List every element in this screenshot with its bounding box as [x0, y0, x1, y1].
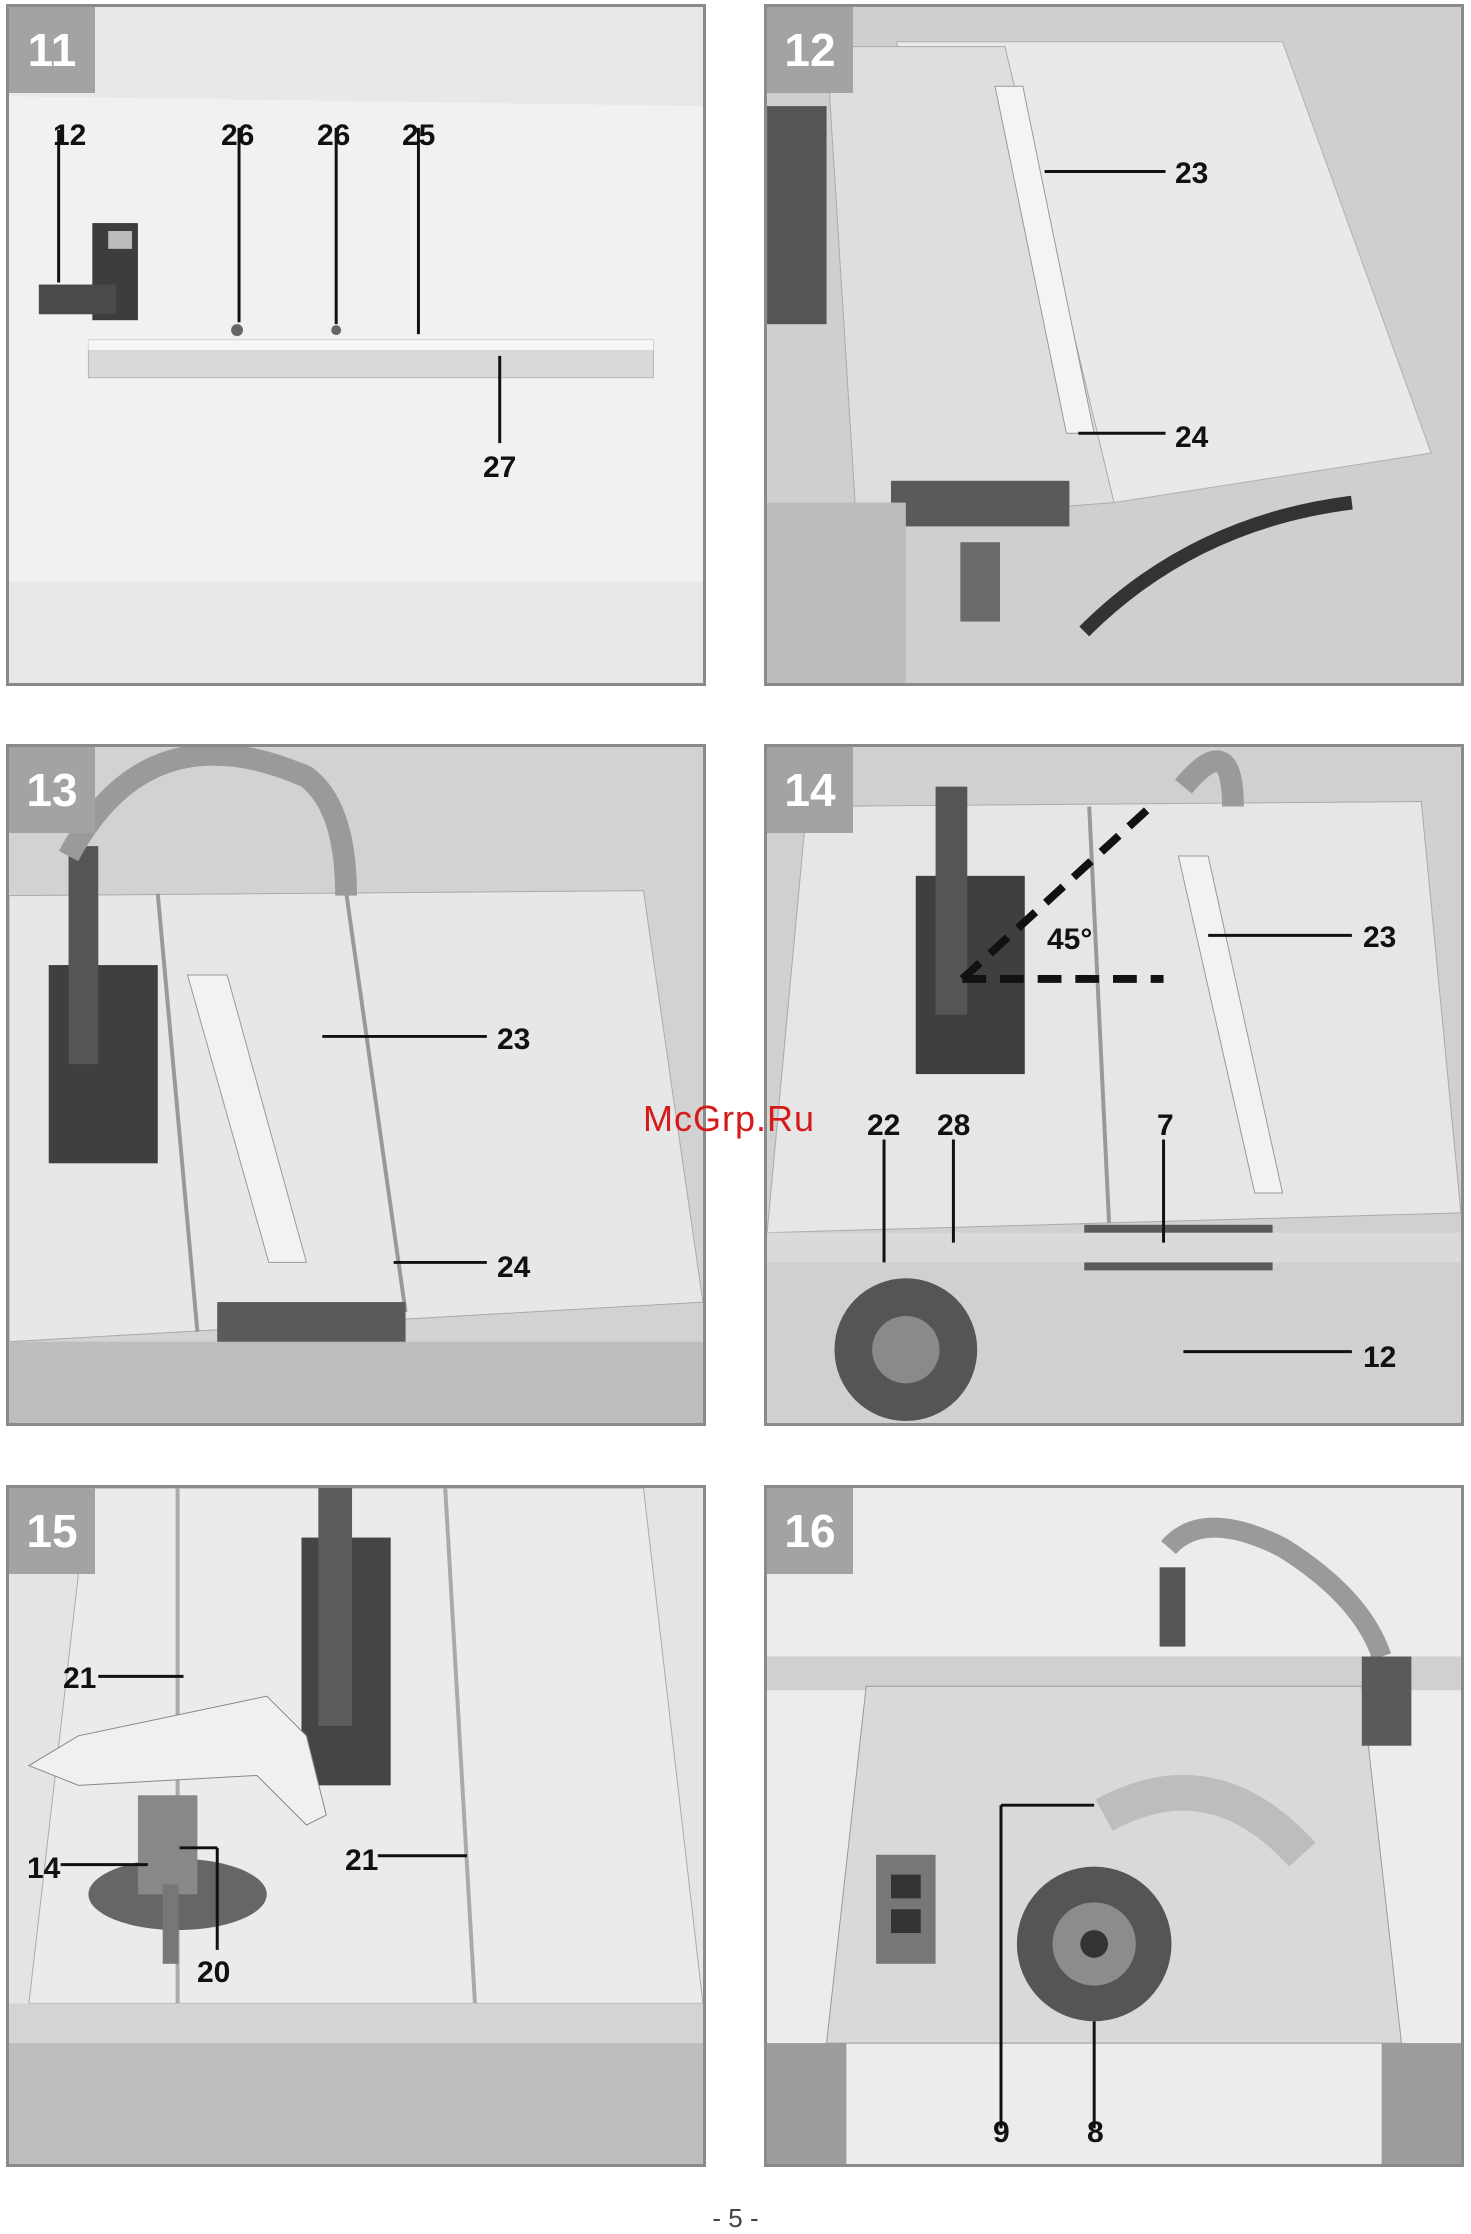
figure-16: 16 9 8 [764, 1485, 1464, 2167]
fig15-illustration [9, 1488, 703, 2164]
callout-label: 7 [1157, 1111, 1174, 1141]
figure-13: 13 23 24 [6, 744, 706, 1426]
callout-label: 12 [53, 121, 86, 151]
callout-label: 9 [993, 2118, 1010, 2148]
callout-label: 25 [402, 121, 435, 151]
callout-label: 23 [1175, 159, 1208, 189]
callout-label: 24 [1175, 423, 1208, 453]
callout-label: 26 [317, 121, 350, 151]
page-number: - 5 - [0, 2203, 1471, 2234]
callout-label: 22 [867, 1111, 900, 1141]
figure-14: 14 45° 23 22 28 7 12 [764, 744, 1464, 1426]
fig13-illustration [9, 747, 703, 1423]
callout-label: 8 [1087, 2118, 1104, 2148]
figure-11: 11 12 26 26 25 27 [6, 4, 706, 686]
callout-label: 21 [345, 1846, 378, 1876]
figure-number: 13 [9, 747, 95, 833]
callout-label: 23 [1363, 923, 1396, 953]
fig14-illustration [767, 747, 1461, 1423]
watermark: McGrp.Ru [643, 1098, 815, 1140]
callout-label: 23 [497, 1025, 530, 1055]
figure-number: 11 [9, 7, 95, 93]
fig16-illustration [767, 1488, 1461, 2164]
callout-label: 24 [497, 1253, 530, 1283]
callout-label: 12 [1363, 1343, 1396, 1373]
callout-label: 20 [197, 1958, 230, 1988]
callout-label: 27 [483, 453, 516, 483]
figure-number: 16 [767, 1488, 853, 1574]
figure-15: 15 21 21 14 20 [6, 1485, 706, 2167]
callout-label: 26 [221, 121, 254, 151]
fig11-illustration [9, 7, 703, 683]
callout-label: 14 [27, 1854, 60, 1884]
angle-label: 45° [1047, 925, 1092, 955]
figure-number: 14 [767, 747, 853, 833]
callout-label: 21 [63, 1664, 96, 1694]
fig12-illustration [767, 7, 1461, 683]
figure-12: 12 23 24 [764, 4, 1464, 686]
figure-number: 12 [767, 7, 853, 93]
figure-number: 15 [9, 1488, 95, 1574]
callout-label: 28 [937, 1111, 970, 1141]
